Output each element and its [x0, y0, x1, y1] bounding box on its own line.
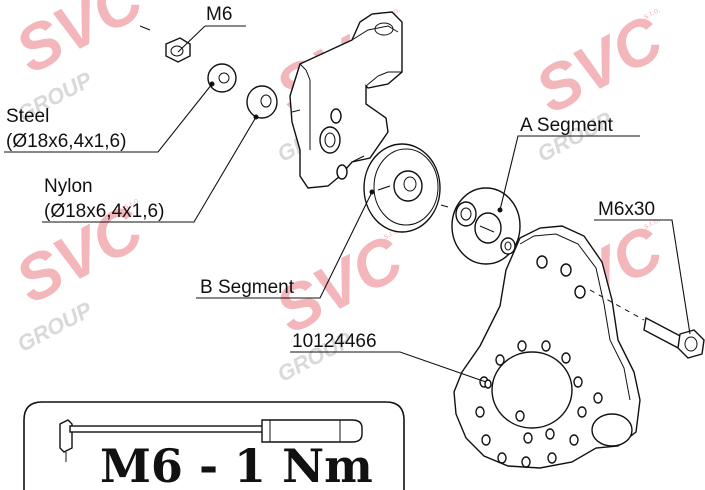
- label-steel: Steel: [6, 106, 49, 127]
- a-segment-disc: [440, 187, 521, 265]
- label-steel-dims: (Ø18x6,4x1,6): [6, 131, 126, 152]
- b-segment-disc: [363, 143, 441, 233]
- leader-lines: [4, 25, 691, 383]
- label-a-segment: A Segment: [520, 115, 614, 136]
- nylon-washer: [246, 85, 278, 120]
- svg-text:s.r.o.: s.r.o.: [642, 5, 662, 21]
- torque-note-box: M6 - 1 Nm: [23, 401, 405, 490]
- label-part-number: 10124466: [292, 331, 377, 352]
- base-plate-part: [453, 225, 641, 469]
- bracket-part: [289, 11, 403, 189]
- screwdriver-icon: [59, 419, 363, 462]
- svg-text:SVC: SVC: [524, 1, 675, 127]
- label-m6x30: M6x30: [598, 199, 655, 220]
- steel-washer: [207, 63, 237, 93]
- m6-nut: [139, 25, 191, 63]
- label-b-segment: B Segment: [200, 277, 295, 298]
- label-m6: M6: [206, 4, 232, 25]
- label-nylon-dims: (Ø18x6,4x1,6): [44, 201, 164, 222]
- m6x30-bolt: [589, 289, 705, 359]
- torque-spec-text: M6 - 1 Nm: [100, 439, 373, 490]
- label-nylon: Nylon: [44, 176, 93, 197]
- callout-labels: M6 Steel (Ø18x6,4x1,6) Nylon (Ø18x6,4x1,…: [6, 4, 655, 352]
